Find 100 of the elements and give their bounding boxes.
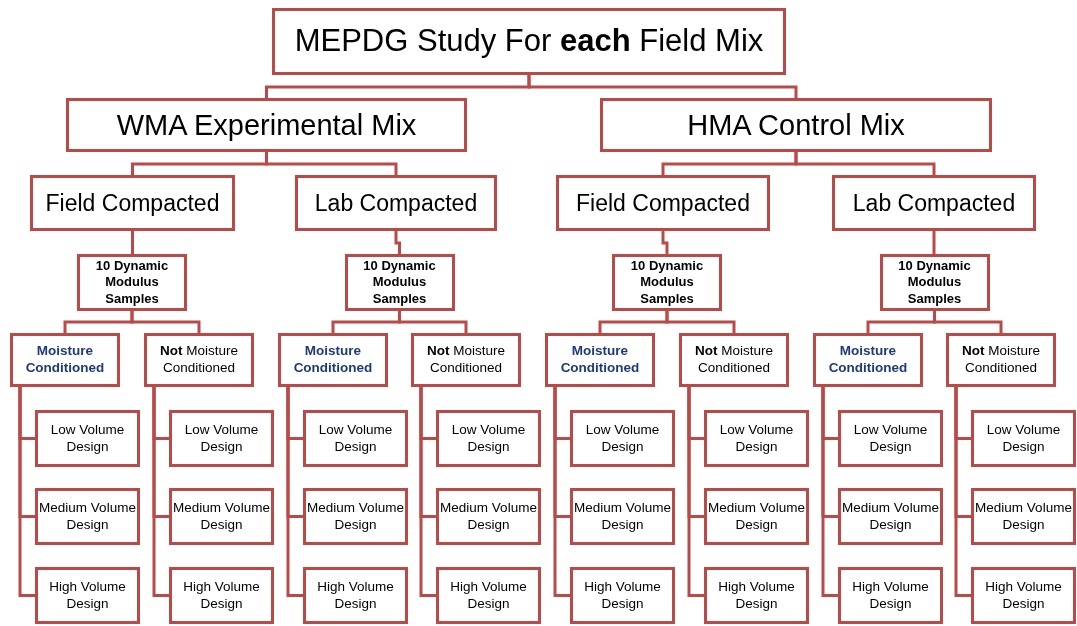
mix-box [600, 98, 992, 152]
design-box [169, 567, 274, 624]
design-text: Low Volume Design [317, 421, 394, 456]
title-box [272, 8, 786, 75]
connector-line [265, 152, 398, 175]
condition-box [813, 333, 923, 387]
condition-text: Not Moisture Conditioned [961, 343, 1041, 377]
design-text: Low Volume Design [985, 421, 1062, 456]
connector-line [394, 231, 401, 254]
connector-line [794, 152, 936, 175]
mix-box [66, 98, 467, 152]
design-box [971, 410, 1076, 467]
design-text: Medium Volume Design [38, 499, 137, 534]
connector-line [152, 387, 169, 597]
condition-text: Not Moisture Conditioned [426, 343, 506, 377]
connector-line [419, 387, 436, 597]
design-text: Low Volume Design [49, 421, 126, 456]
connector-line [932, 231, 936, 254]
design-box [303, 567, 408, 624]
sample-box [344, 254, 455, 311]
design-text: High Volume Design [182, 578, 261, 613]
condition-box [946, 333, 1056, 387]
sample-text: 10 Dynamic Modulus Samples [362, 258, 437, 307]
design-text: Low Volume Design [584, 421, 661, 456]
design-box [169, 488, 274, 545]
connector-line [130, 311, 201, 333]
design-text: Medium Volume Design [841, 499, 940, 534]
sample-text: 10 Dynamic Modulus Samples [629, 258, 705, 307]
design-box [570, 488, 675, 545]
condition-text: Not Moisture Conditioned [159, 343, 239, 377]
design-text: High Volume Design [851, 578, 930, 613]
design-text: Medium Volume Design [306, 499, 405, 534]
connector-line [18, 387, 35, 597]
condition-text: Moisture Conditioned [559, 343, 641, 377]
design-text: Low Volume Design [450, 421, 527, 456]
design-text: Low Volume Design [183, 421, 260, 456]
condition-text: Not Moisture Conditioned [694, 343, 774, 377]
design-box [35, 410, 140, 467]
design-text: Low Volume Design [852, 421, 929, 456]
design-text: Medium Volume Design [707, 499, 806, 534]
connector-line [286, 387, 303, 597]
compaction-box [295, 175, 497, 231]
condition-box [411, 333, 521, 387]
compaction-text: Field Compacted [45, 188, 220, 218]
design-text: Medium Volume Design [573, 499, 672, 534]
design-box [303, 410, 408, 467]
condition-box [679, 333, 789, 387]
condition-text: Moisture Conditioned [292, 343, 374, 377]
design-text: Low Volume Design [718, 421, 795, 456]
design-text: High Volume Design [984, 578, 1063, 613]
design-box [971, 488, 1076, 545]
compaction-box [832, 175, 1036, 231]
design-text: High Volume Design [316, 578, 395, 613]
connector-line [661, 231, 669, 254]
design-box [436, 488, 541, 545]
sample-text: 10 Dynamic Modulus Samples [897, 258, 972, 307]
design-text: Medium Volume Design [974, 499, 1073, 534]
design-box [838, 488, 943, 545]
design-box [704, 488, 809, 545]
compaction-box [556, 175, 770, 231]
condition-text: Moisture Conditioned [827, 343, 909, 377]
design-text: Medium Volume Design [439, 499, 538, 534]
sample-box [879, 254, 990, 311]
connector-line [131, 231, 134, 254]
compaction-text: Lab Compacted [314, 188, 478, 218]
design-box [169, 410, 274, 467]
connector-line [687, 387, 704, 597]
condition-text: Moisture Conditioned [24, 343, 106, 377]
condition-box [545, 333, 655, 387]
condition-box [10, 333, 120, 387]
design-box [570, 410, 675, 467]
condition-box [278, 333, 388, 387]
design-box [971, 567, 1076, 624]
design-box [303, 488, 408, 545]
sample-box [612, 254, 722, 311]
connector-line [665, 311, 736, 333]
design-box [704, 410, 809, 467]
mix-text: HMA Control Mix [687, 107, 905, 143]
design-box [838, 410, 943, 467]
connector-line [954, 387, 971, 597]
design-text: Medium Volume Design [172, 499, 271, 534]
design-box [35, 488, 140, 545]
design-box [436, 567, 541, 624]
sample-box [77, 254, 187, 311]
compaction-box [30, 175, 235, 231]
design-text: High Volume Design [449, 578, 528, 613]
design-text: High Volume Design [717, 578, 796, 613]
design-box [436, 410, 541, 467]
design-text: High Volume Design [48, 578, 127, 613]
design-box [704, 567, 809, 624]
connector-line [821, 387, 838, 597]
design-box [35, 567, 140, 624]
sample-text: 10 Dynamic Modulus Samples [94, 258, 170, 307]
condition-box [144, 333, 254, 387]
design-text: High Volume Design [583, 578, 662, 613]
mix-text: WMA Experimental Mix [116, 107, 417, 143]
compaction-text: Field Compacted [576, 188, 750, 218]
design-box [570, 567, 675, 624]
compaction-text: Lab Compacted [852, 188, 1016, 218]
connector-line [527, 75, 798, 98]
